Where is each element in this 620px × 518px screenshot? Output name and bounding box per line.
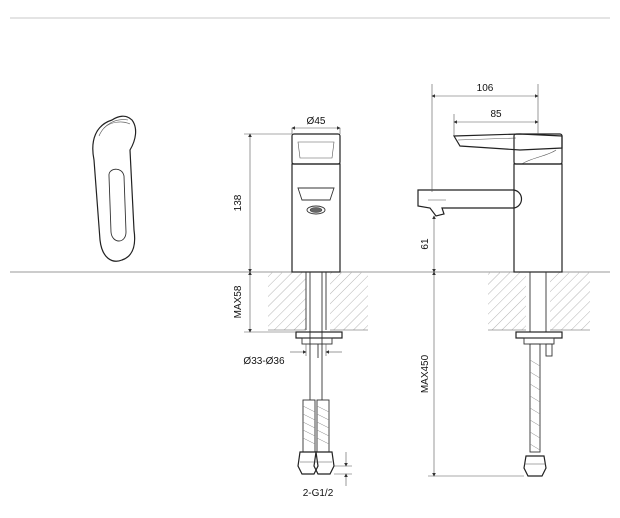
front-hatch-right: [330, 272, 368, 330]
side-view: [417, 133, 590, 477]
dim-hose-connection: 2-G1/2: [303, 488, 334, 499]
dim-height: 138: [233, 194, 244, 211]
front-hatch-left: [268, 272, 306, 330]
front-view: [268, 133, 368, 475]
side-hatch-left: [488, 272, 526, 330]
dim-spout-reach: 85: [490, 109, 502, 120]
dim-hole-diameter: Ø33-Ø36: [243, 356, 285, 367]
dim-overall-depth: 106: [477, 83, 494, 94]
dim-max-counter-thickness: MAX58: [233, 285, 244, 318]
dim-spout-clearance: 61: [420, 238, 431, 250]
side-hatch-right: [550, 272, 590, 330]
top-view-handle: [92, 115, 137, 262]
dim-max-hose-length: MAX450: [420, 354, 431, 393]
dim-top-diameter: Ø45: [307, 116, 326, 127]
dimension-lines: [244, 84, 539, 486]
